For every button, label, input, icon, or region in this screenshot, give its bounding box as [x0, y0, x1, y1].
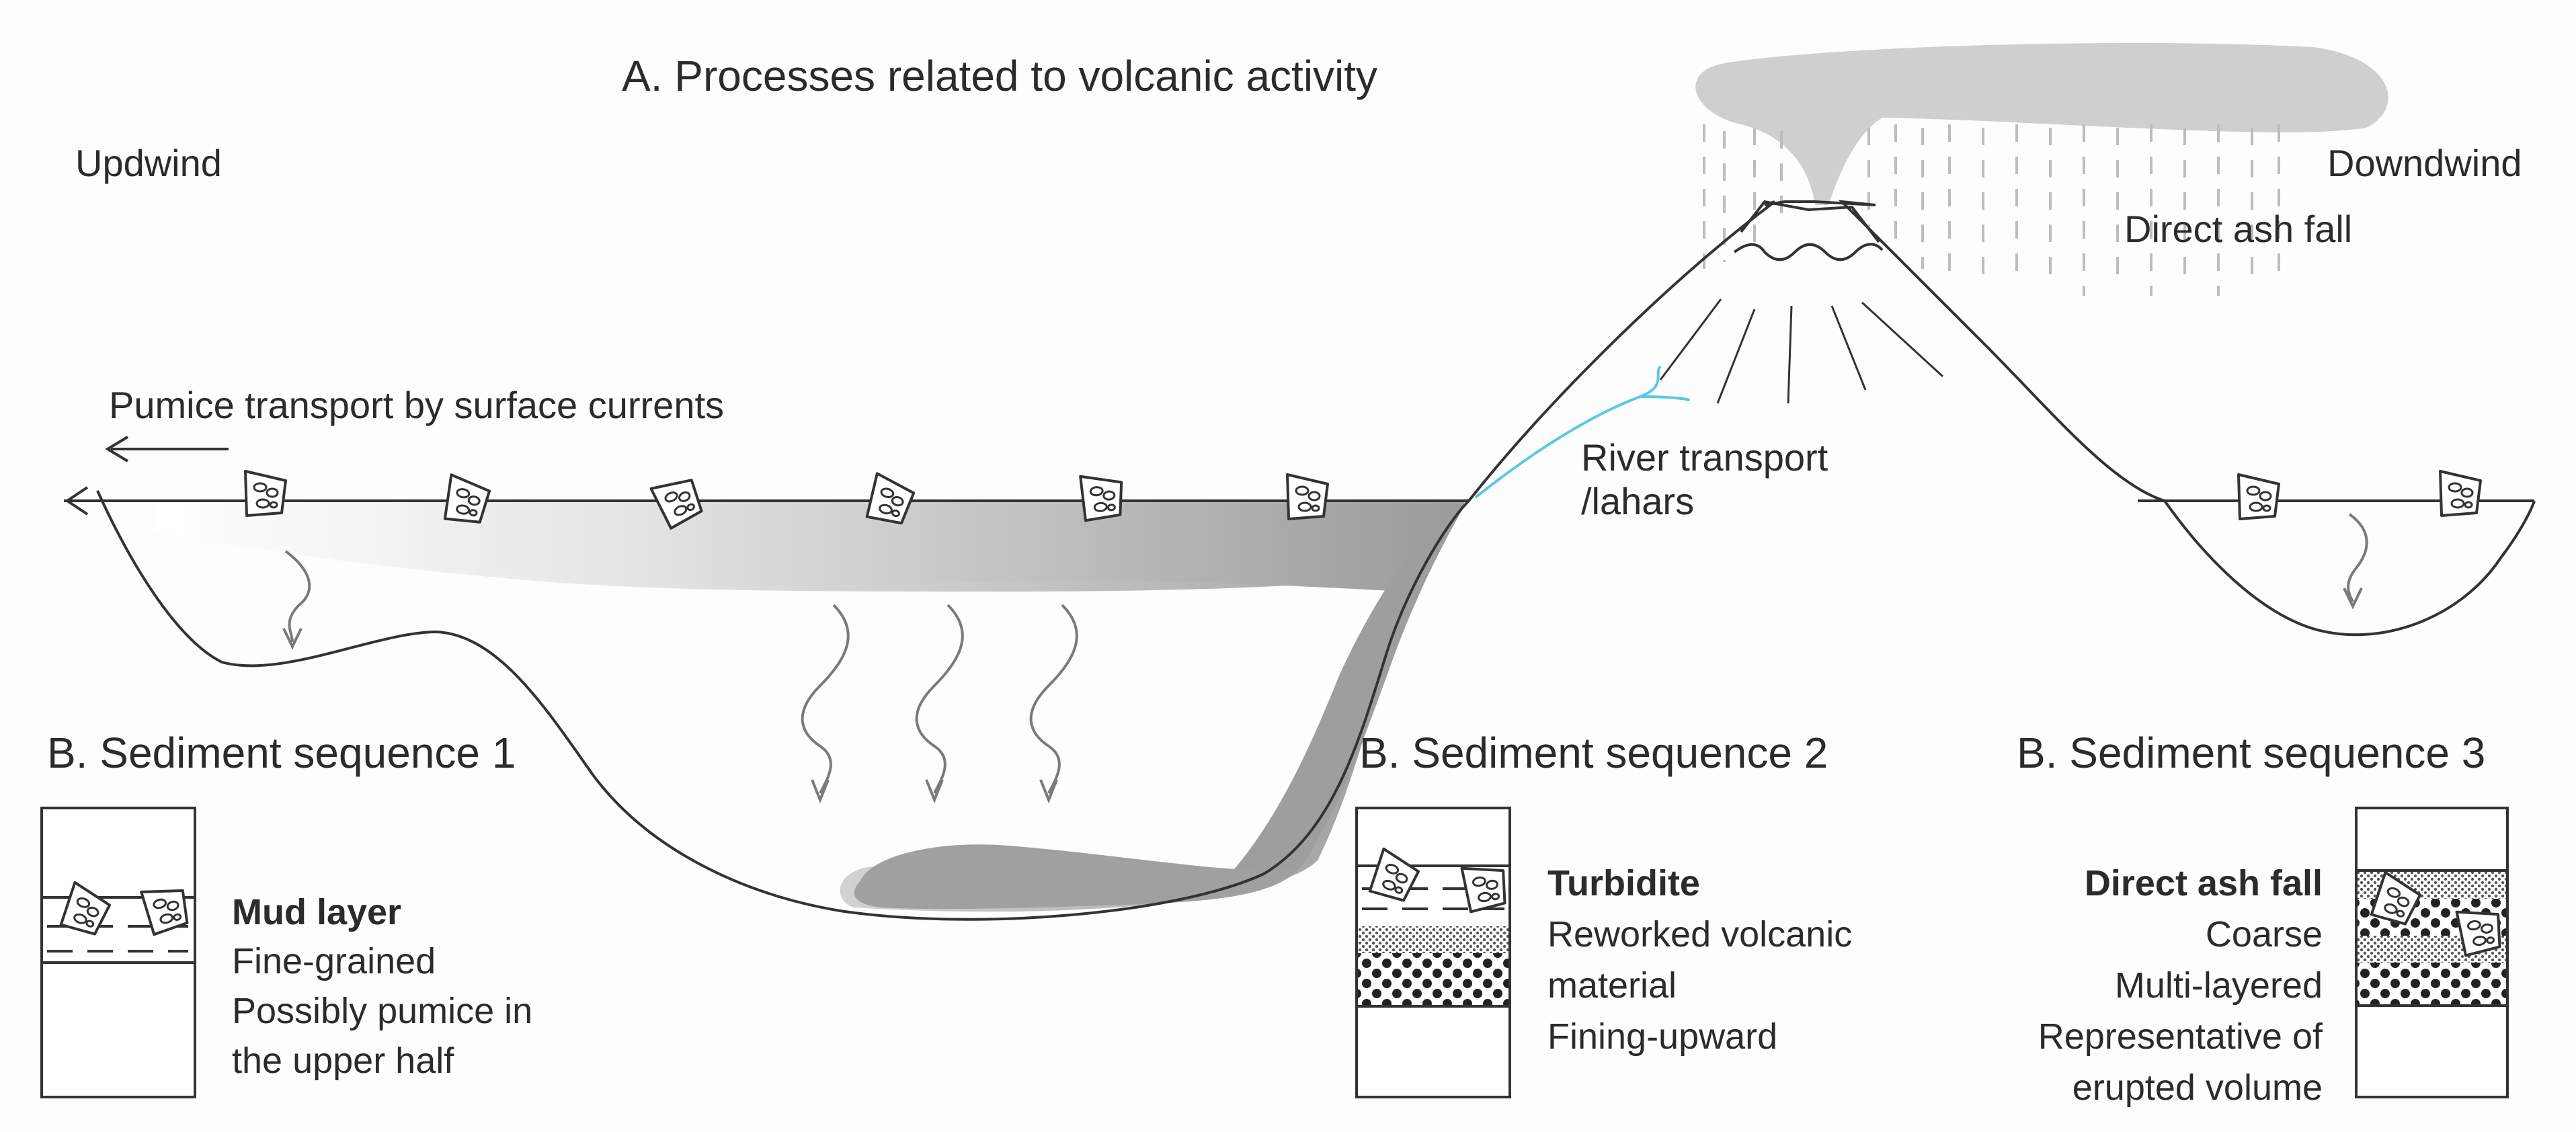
sequence-1-heading: B. Sediment sequence 1	[47, 729, 516, 777]
settling-arrow-icon	[801, 604, 850, 794]
sequence-2-column	[1355, 807, 1511, 1098]
downwind-label: Downdwind	[2327, 142, 2522, 184]
sequence-2-heading: B. Sediment sequence 2	[1359, 729, 1828, 777]
pumice-icon	[244, 470, 287, 517]
surface-plume	[155, 501, 1465, 592]
sequence-1-line: Fine-grained	[232, 941, 436, 981]
sequence-1-title: Mud layer	[232, 892, 401, 932]
seafloor-left-basin	[96, 490, 1470, 921]
seafloor-right-basin	[2163, 499, 2536, 637]
sequence-2-line: material	[1547, 965, 1677, 1006]
pumice-icon	[1286, 473, 1329, 520]
sequence-3-line: erupted volume	[2072, 1067, 2323, 1108]
sequence-1-line: the upper half	[232, 1041, 454, 1081]
sequence-2-line: Reworked volcanic	[1547, 914, 1852, 955]
ash-cloud-icon	[1695, 43, 2388, 205]
sequence-2-line: Fining-upward	[1547, 1016, 1777, 1057]
current-arrowhead-left	[65, 486, 89, 516]
volcano-crater	[1740, 200, 1880, 243]
pumice-icon	[2237, 473, 2280, 520]
settling-arrow-icon	[915, 604, 964, 794]
sequence-3-line: Representative of	[2038, 1016, 2323, 1057]
sequence-1-column	[40, 807, 196, 1098]
river-transport-label-1: River transport	[1581, 436, 1828, 479]
sequence-2-title: Turbidite	[1547, 863, 1700, 903]
settling-arrows	[282, 513, 2368, 804]
settling-arrow-icon	[284, 550, 311, 643]
sequence-1-line: Possibly pumice in	[232, 991, 532, 1031]
sequence-3-title: Direct ash fall	[2085, 863, 2323, 903]
sequence-3-line: Multi-layered	[2115, 965, 2323, 1006]
volcano-flank-lines	[1659, 298, 1944, 404]
pumice-transport-arrowhead	[105, 436, 129, 462]
ash-fall-lines	[1703, 124, 2280, 296]
pumice-icon	[2439, 470, 2482, 517]
crater-lava-surface	[1733, 243, 1884, 261]
turbidite-lobe	[854, 844, 1301, 909]
river-icon	[1474, 365, 1690, 499]
settling-arrow-icon	[1029, 604, 1078, 794]
diagram-title: A. Processes related to volcanic activit…	[622, 52, 1377, 100]
sequence-3-line: Coarse	[2206, 914, 2323, 955]
ash-fall-label: Direct ash fall	[2124, 208, 2352, 250]
river-transport-label-2: /lahars	[1581, 480, 1694, 522]
settling-arrow-icon	[2347, 513, 2368, 602]
sequence-3-column	[2355, 807, 2509, 1098]
upwind-label: Updwind	[75, 142, 222, 184]
pumice-transport-label: Pumice transport by surface currents	[109, 384, 724, 426]
sequence-3-heading: B. Sediment sequence 3	[2017, 729, 2485, 777]
pumice-icon	[1079, 471, 1126, 522]
